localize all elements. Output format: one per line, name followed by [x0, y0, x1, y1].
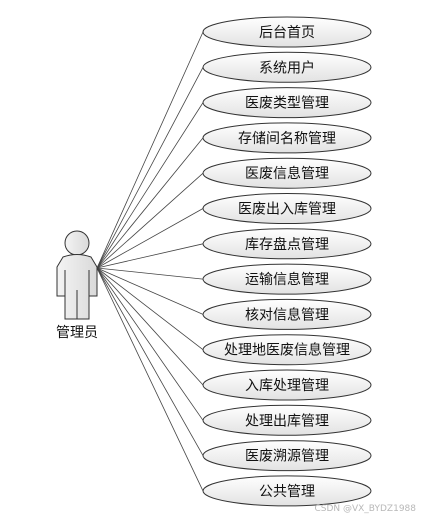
- use-case-ellipse: [202, 122, 372, 154]
- use-case[interactable]: 入库处理管理: [202, 369, 372, 401]
- use-case[interactable]: 公共管理: [202, 475, 372, 507]
- association-line: [96, 267, 204, 421]
- use-case-label: 医废出入库管理: [238, 202, 336, 218]
- use-case-label: 处理地医废信息管理: [224, 342, 350, 359]
- use-case-label: 处理出库管理: [245, 413, 329, 429]
- watermark: CSDN @VX_BYDZ1988: [314, 504, 416, 514]
- use-case[interactable]: 处理地医废信息管理: [202, 334, 372, 366]
- use-case[interactable]: 存储间名称管理: [202, 122, 372, 154]
- actor-label: 管理员: [56, 325, 98, 341]
- use-case[interactable]: 医废信息管理: [202, 157, 372, 189]
- association-line: [96, 267, 204, 386]
- use-case-ellipse: [202, 404, 372, 436]
- use-case-label: 运输信息管理: [245, 271, 329, 288]
- use-case-ellipse: [202, 228, 372, 260]
- use-case-ellipse: [202, 298, 372, 330]
- actor-body: [56, 254, 98, 320]
- use-case-label: 医废溯源管理: [245, 449, 329, 465]
- use-case-label: 核对信息管理: [245, 306, 329, 323]
- actor-head: [64, 230, 90, 256]
- use-case[interactable]: 医废类型管理: [202, 87, 372, 119]
- use-case-label: 入库处理管理: [245, 378, 329, 394]
- association-line: [96, 267, 204, 492]
- use-case-label: 系统用户: [259, 59, 315, 76]
- use-case-ellipse: [202, 263, 372, 295]
- use-case[interactable]: 库存盘点管理: [202, 228, 372, 260]
- use-case-ellipse: [202, 475, 372, 507]
- association-line: [96, 102, 204, 269]
- use-case-ellipse: [202, 369, 372, 401]
- use-case[interactable]: 医废出入库管理: [202, 193, 372, 224]
- use-case-label: 后台首页: [259, 25, 315, 41]
- association-line: [96, 243, 204, 269]
- use-case-ellipse: [202, 87, 372, 119]
- association-line: [96, 267, 204, 351]
- association-line: [96, 172, 204, 269]
- use-case-ellipse: [202, 440, 372, 472]
- use-case-label: 医废类型管理: [245, 96, 329, 112]
- association-line: [96, 208, 204, 269]
- association-line: [96, 267, 204, 280]
- use-case-ellipse: [202, 334, 372, 366]
- use-case-label: 公共管理: [259, 484, 315, 500]
- use-case-label: 存储间名称管理: [238, 131, 336, 147]
- use-case-ellipse: [202, 193, 372, 224]
- use-case-list: 后台首页系统用户医废类型管理存储间名称管理医废信息管理医废出入库管理库存盘点管理…: [202, 16, 372, 507]
- use-case[interactable]: 运输信息管理: [202, 263, 372, 295]
- association-line: [96, 267, 204, 456]
- use-case[interactable]: 医废溯源管理: [202, 440, 372, 472]
- use-case[interactable]: 处理出库管理: [202, 404, 372, 436]
- use-case-ellipse: [202, 16, 372, 48]
- association-line: [96, 31, 204, 269]
- use-case[interactable]: 系统用户: [202, 51, 372, 83]
- association-lines: [96, 31, 204, 492]
- use-case[interactable]: 后台首页: [202, 16, 372, 48]
- use-case[interactable]: 核对信息管理: [202, 298, 372, 330]
- association-line: [96, 67, 204, 269]
- association-line: [96, 137, 204, 269]
- use-case-label: 医废信息管理: [245, 165, 329, 182]
- use-case-label: 库存盘点管理: [245, 236, 329, 253]
- actor-admin[interactable]: 管理员: [56, 230, 98, 341]
- association-line: [96, 267, 204, 315]
- use-case-ellipse: [202, 157, 372, 189]
- use-case-ellipse: [202, 51, 372, 83]
